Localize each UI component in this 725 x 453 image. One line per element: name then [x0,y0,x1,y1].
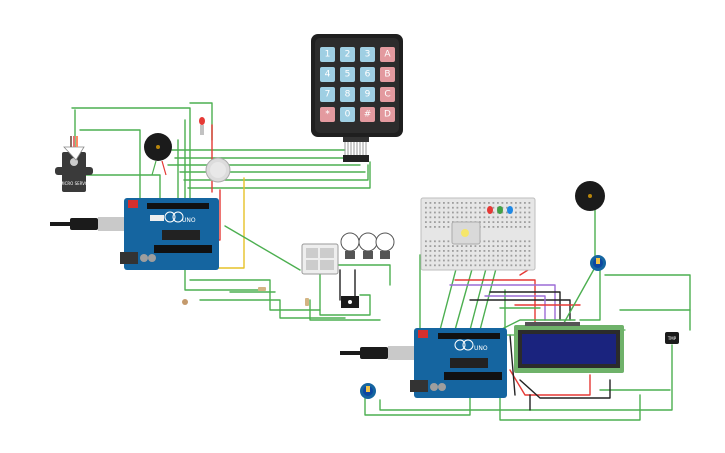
relay-module [301,243,339,275]
wires [71,102,691,421]
gas-sensor [205,157,231,183]
keypad-key-label: 0 [345,110,351,120]
usb-cable-left [50,217,124,231]
keypad-key-label: # [364,110,372,120]
keypad-key-8[interactable] [340,87,355,102]
keypad-key-label: 4 [325,70,331,80]
keypad-key-label: 9 [365,90,371,100]
sensor-label: TMP [667,336,677,341]
keypad-key-label: * [325,110,330,120]
keypad-key-D[interactable] [380,107,395,122]
arduino-left-label: UNO [182,217,196,224]
photoresistor [182,299,188,305]
keypad-key-1[interactable] [320,47,335,62]
keypad-key-4[interactable] [320,67,335,82]
buzzer-left [144,133,172,176]
arduino-board-right: UNO [410,328,507,398]
keypad-key-label: A [384,50,391,60]
arduino-right-label: UNO [474,345,488,352]
keypad-key-label: 7 [325,90,331,100]
small-relay [341,296,359,308]
usb-cable-right [340,346,414,360]
buzzer-right [575,181,605,211]
servo-motor: MICRO SERVO [55,136,93,192]
arduino-board-left: UNO [120,198,219,270]
keypad-key-A[interactable] [380,47,395,62]
leds-breadboard [487,206,513,214]
keypad-key-2[interactable] [340,47,355,62]
resistor-b [305,298,309,306]
keypad-key-*[interactable] [320,107,335,122]
keypad-key-0[interactable] [340,107,355,122]
reset-button-left [128,200,138,208]
keypad-key-label: 5 [345,70,351,80]
keypad-key-#[interactable] [360,107,375,122]
keypad-key-label: B [384,70,390,80]
temperature-sensor: TMP [665,332,679,344]
keypad-key-label: 1 [325,50,331,60]
servo-label: MICRO SERVO [60,181,88,186]
breadboard [420,197,536,271]
potentiometer-bottom [360,383,376,399]
keypad-key-9[interactable] [360,87,375,102]
keypad-key-C[interactable] [380,87,395,102]
reset-button-right [418,330,428,338]
keypad-key-label: 8 [345,90,351,100]
keypad-key-5[interactable] [340,67,355,82]
keypad-key-3[interactable] [360,47,375,62]
potentiometer-top [590,255,606,271]
keypad-key-B[interactable] [380,67,395,82]
keypad-key-label: 2 [345,50,351,60]
light-bulbs [340,232,395,259]
keypad: 1 2 3 A 4 5 6 B 7 8 9 C * 0 # D [311,34,403,162]
keypad-key-6[interactable] [360,67,375,82]
keypad-key-label: D [384,110,391,120]
lcd-display [514,322,624,373]
keypad-key-label: 6 [365,70,371,80]
resistor-a [258,287,266,291]
led-red [199,117,205,135]
keypad-key-label: 3 [365,50,371,60]
keypad-keys: 1 2 3 A 4 5 6 B 7 8 9 C * 0 # D [320,47,395,122]
keypad-key-7[interactable] [320,87,335,102]
keypad-key-label: C [384,90,390,100]
